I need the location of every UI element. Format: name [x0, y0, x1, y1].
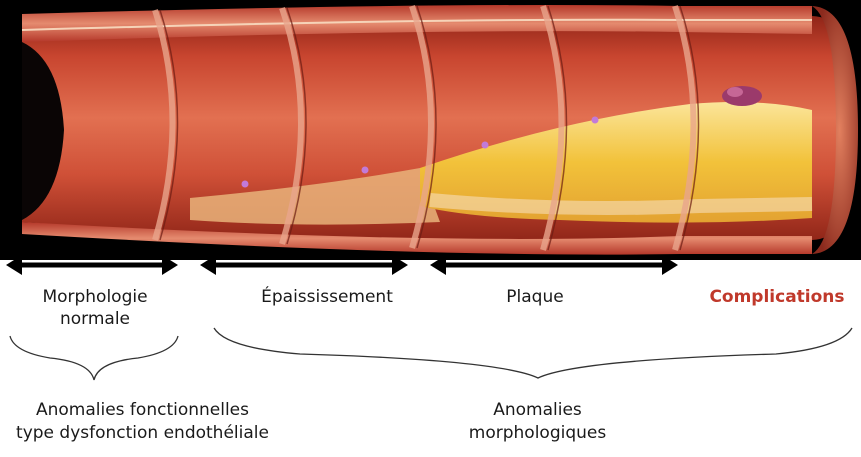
stage-label-thickening: Épaississement	[232, 286, 422, 308]
stage-arrows	[0, 250, 861, 280]
arrow-plaque	[430, 255, 678, 275]
group-braces	[0, 318, 861, 388]
label-line: Complications	[702, 286, 852, 308]
brace-functional	[10, 336, 178, 380]
group-label-morphological: Anomalies morphologiques	[450, 399, 625, 445]
label-line: Anomalies fonctionnelles	[0, 399, 285, 422]
plaque-rupture	[722, 86, 762, 106]
label-line: Épaississement	[232, 286, 422, 308]
label-line: Morphologie	[20, 286, 170, 308]
stage-label-plaque: Plaque	[490, 286, 580, 308]
arrow-thickening	[200, 255, 408, 275]
brace-morphological	[214, 328, 852, 378]
artery-illustration	[0, 0, 861, 260]
arrow-normal	[6, 255, 178, 275]
label-line: Plaque	[490, 286, 580, 308]
group-label-functional: Anomalies fonctionnelles type dysfonctio…	[0, 399, 285, 445]
label-line: Anomalies	[450, 399, 625, 422]
label-line: morphologiques	[450, 422, 625, 445]
stage-label-complications: Complications	[702, 286, 852, 308]
label-line: type dysfonction endothéliale	[0, 422, 285, 445]
